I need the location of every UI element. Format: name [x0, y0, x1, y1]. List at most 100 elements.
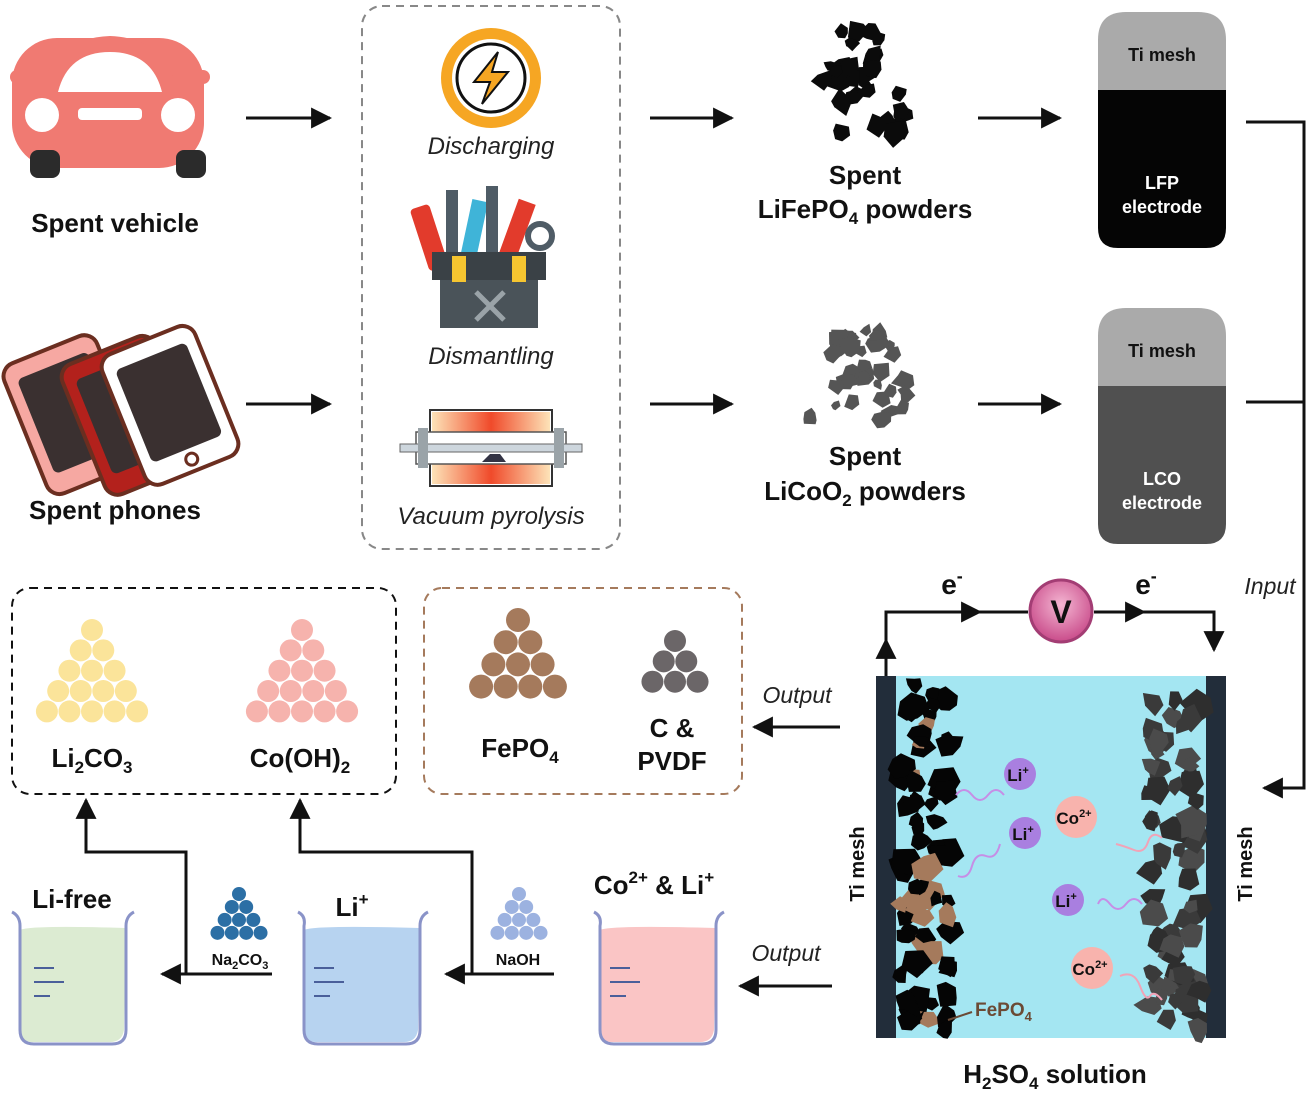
arrow-na2co3-to-li2co3 [75, 797, 188, 974]
grain [1182, 756, 1200, 773]
svg-text:Li+: Li+ [1055, 891, 1077, 911]
na2co3-label: Na2CO3 [212, 952, 269, 972]
svg-text:Li+: Li+ [1007, 765, 1029, 785]
grain [847, 20, 870, 42]
particle-dot [257, 680, 280, 703]
particle-dot [114, 680, 137, 703]
particle-dot [279, 680, 302, 703]
grain [1139, 899, 1169, 927]
lfp-electrode-cap-label: Ti mesh [1128, 45, 1196, 65]
grain [913, 736, 929, 747]
grain [844, 394, 860, 411]
particle-dot [224, 925, 239, 940]
circuit-wire-left [884, 610, 1028, 676]
lco-powder-label-line1: Spent [829, 441, 902, 471]
particle-dot [92, 680, 115, 703]
particle-dot [512, 887, 526, 901]
grain [1155, 988, 1168, 1006]
particle-dot [81, 700, 103, 723]
grain [856, 359, 871, 372]
grain [1178, 868, 1200, 891]
grain [938, 956, 955, 978]
particle-dot [519, 925, 534, 940]
particle-dot [92, 639, 115, 662]
grain [1172, 842, 1185, 858]
grain [890, 896, 907, 913]
fepo4-pile-icon [469, 608, 567, 699]
ion-co-2: Co2+ [1071, 947, 1163, 1001]
grain [897, 692, 930, 721]
particle-dot [302, 680, 325, 703]
grain [906, 769, 926, 792]
grain [1183, 899, 1198, 914]
grain [936, 981, 957, 1007]
grain [1149, 728, 1169, 752]
grain [883, 383, 897, 398]
particle-dot [641, 670, 664, 693]
particle-dot [675, 650, 698, 673]
ion-li-1: Li+ [955, 758, 1036, 801]
lco-electrode-label-line2: electrode [1122, 493, 1202, 513]
left-ti-mesh-label: Ti mesh [847, 826, 869, 901]
grain [857, 83, 876, 98]
naoh-label: NaOH [496, 952, 540, 969]
particle-dot [518, 674, 543, 699]
grain [1143, 964, 1164, 984]
lightning-icon [441, 28, 541, 128]
phones-icon [1, 323, 241, 497]
particle-dot [224, 899, 239, 914]
grain [883, 346, 902, 363]
grain [1179, 688, 1214, 723]
beaker-li [297, 910, 429, 1046]
particle-dot [253, 925, 268, 940]
grain [840, 56, 859, 78]
particle-dot [542, 674, 567, 699]
particle-dot [493, 674, 518, 699]
particle-dot [126, 700, 149, 723]
particle-dot [652, 650, 675, 673]
grain [833, 123, 851, 142]
grain [930, 890, 943, 907]
lco-powder-icon [803, 322, 916, 429]
grain [1178, 923, 1203, 948]
grain [803, 407, 817, 425]
particle-dot [481, 652, 506, 677]
grain [859, 323, 872, 337]
grain [831, 400, 841, 411]
particle-dot [530, 652, 555, 677]
grain [925, 687, 940, 703]
output-label-bottom: Output [751, 940, 822, 966]
fepo4-product-label: FePO4 [481, 733, 559, 767]
grain [838, 337, 861, 358]
particle-dot [81, 659, 103, 682]
particle-dot [47, 680, 70, 703]
grain [1156, 1009, 1176, 1030]
particle-dot [506, 608, 530, 632]
cell-fepo4-label: FePO4 [975, 1000, 1033, 1024]
particle-dot [279, 639, 302, 662]
particle-dot [232, 912, 246, 927]
grain [1150, 926, 1169, 944]
grain [908, 811, 923, 829]
particle-dot [239, 925, 254, 940]
beaker-co-li [593, 910, 725, 1046]
particle-dot [533, 925, 548, 940]
grain [1175, 805, 1207, 839]
particle-dot [69, 680, 92, 703]
grain [887, 753, 916, 779]
grain [828, 65, 843, 78]
vacuum-pyrolysis-label: Vacuum pyrolysis [397, 503, 584, 530]
furnace-icon [399, 409, 583, 487]
grain [863, 60, 882, 79]
particle-dot [664, 670, 686, 693]
particle-dot [469, 674, 494, 699]
particle-dot [291, 659, 313, 682]
lfp-electrode: Ti mesh LFP electrode [1098, 12, 1226, 248]
grain [1177, 770, 1204, 799]
grain [823, 346, 842, 364]
particle-dot [103, 700, 126, 723]
lco-electrode-label-line1: LCO [1143, 469, 1181, 489]
grain [873, 379, 882, 390]
grain [892, 102, 909, 120]
discharging-label: Discharging [428, 133, 555, 160]
